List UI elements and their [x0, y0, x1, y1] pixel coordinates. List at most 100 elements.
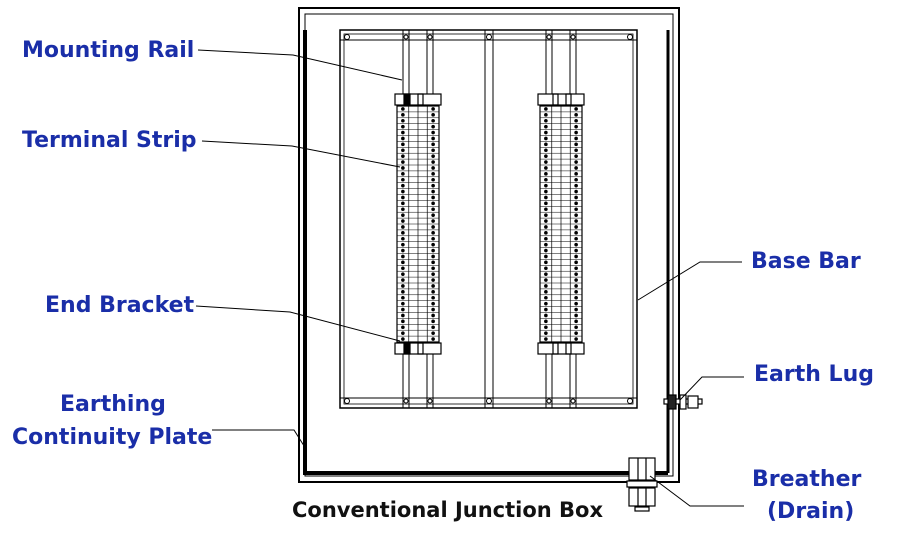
terminal-screw [431, 337, 435, 341]
label-breather-line2: (Drain) [767, 499, 855, 524]
terminal-screw [431, 195, 435, 200]
terminal-screw [544, 189, 548, 194]
terminal-screw [574, 325, 578, 330]
terminal-screw [544, 172, 548, 176]
terminal-screw [544, 207, 548, 212]
terminal-screw [574, 118, 578, 123]
terminal-screw [431, 272, 435, 276]
figure-caption: Conventional Junction Box [292, 498, 604, 522]
terminal-screw [431, 124, 435, 129]
terminal-screw [401, 107, 405, 111]
terminal-screw [544, 107, 548, 111]
terminal-screw [574, 313, 578, 318]
terminal-screw [574, 113, 578, 117]
terminal-screw [544, 325, 548, 330]
terminal-screw [431, 166, 435, 170]
terminal-screw [401, 272, 405, 276]
terminal-screw [574, 254, 578, 259]
terminal-screw [401, 201, 405, 206]
terminal-screw [401, 290, 405, 294]
terminal-screw [431, 107, 435, 111]
terminal-screw [401, 278, 405, 282]
terminal-screw [401, 136, 405, 141]
terminal-screw [401, 266, 405, 271]
terminal-screw [544, 231, 548, 235]
terminal-screw [574, 142, 578, 147]
terminal-screw [544, 266, 548, 271]
terminal-screw [401, 195, 405, 200]
terminal-screw [574, 278, 578, 282]
terminal-screw [574, 201, 578, 206]
terminal-screw [431, 219, 435, 223]
terminal-screw [431, 130, 435, 135]
terminal-screw [431, 319, 435, 324]
terminal-screw [544, 177, 548, 182]
terminal-screw [401, 148, 405, 153]
label-earthing-line1: Earthing [60, 392, 166, 417]
terminal-screw [431, 325, 435, 330]
terminal-screw [431, 248, 435, 253]
terminal-screw [401, 236, 405, 241]
label-terminal-strip: Terminal Strip [22, 128, 197, 153]
enclosure-inner-edge [304, 13, 674, 477]
leader-earthing-plate [212, 429, 307, 450]
terminal-screw [574, 331, 578, 335]
earth-lug [663, 394, 703, 410]
terminal-screw [574, 231, 578, 235]
label-earth-lug: Earth Lug [754, 362, 874, 387]
terminal-screw [574, 124, 578, 129]
terminal-screw [544, 118, 548, 123]
terminal-screw [544, 307, 548, 312]
earthing-continuity-plate [303, 30, 668, 475]
terminal-screw [574, 260, 578, 265]
leader-mounting-rail [197, 49, 403, 81]
terminal-screw [401, 254, 405, 259]
terminal-screw [431, 177, 435, 182]
terminal-screw [544, 278, 548, 282]
terminal-screw [544, 183, 548, 188]
terminal-screw [544, 160, 548, 164]
terminal-screw [574, 248, 578, 253]
terminal-screw [574, 207, 578, 212]
terminal-screw [544, 319, 548, 324]
terminal-screw [544, 219, 548, 223]
enclosure-outline [298, 7, 680, 483]
terminal-screw [401, 219, 405, 223]
terminal-screw [574, 183, 578, 188]
terminal-screw [544, 124, 548, 129]
terminal-screw [544, 225, 548, 229]
terminal-screw [544, 236, 548, 241]
terminal-screw [544, 313, 548, 318]
terminal-screw [544, 254, 548, 259]
terminal-screw [431, 136, 435, 141]
terminal-screw [431, 148, 435, 153]
terminal-screw [574, 272, 578, 276]
terminal-screw [431, 290, 435, 294]
terminal-screw [401, 160, 405, 164]
terminal-screw [544, 295, 548, 300]
terminal-screw [401, 331, 405, 335]
terminal-screw [401, 319, 405, 324]
terminal-screw [431, 331, 435, 335]
end-bracket-bottom-left [394, 342, 442, 355]
terminal-screw [544, 272, 548, 276]
terminal-screw [401, 172, 405, 176]
terminal-screw [401, 284, 405, 288]
terminal-screw [544, 260, 548, 265]
terminal-screw [401, 177, 405, 182]
leader-terminal-strip [201, 140, 401, 168]
terminal-screw [401, 337, 405, 341]
terminal-screw [431, 301, 435, 306]
terminal-screw [401, 113, 405, 117]
end-bracket-top-right [537, 93, 585, 106]
terminal-screw [574, 337, 578, 341]
terminal-screw [544, 154, 548, 158]
terminal-screw [544, 148, 548, 153]
terminal-screw [574, 172, 578, 176]
terminal-screw [574, 319, 578, 324]
terminal-screw [401, 260, 405, 265]
terminal-screw [401, 166, 405, 170]
terminal-screw [431, 113, 435, 117]
terminal-screw [431, 242, 435, 247]
